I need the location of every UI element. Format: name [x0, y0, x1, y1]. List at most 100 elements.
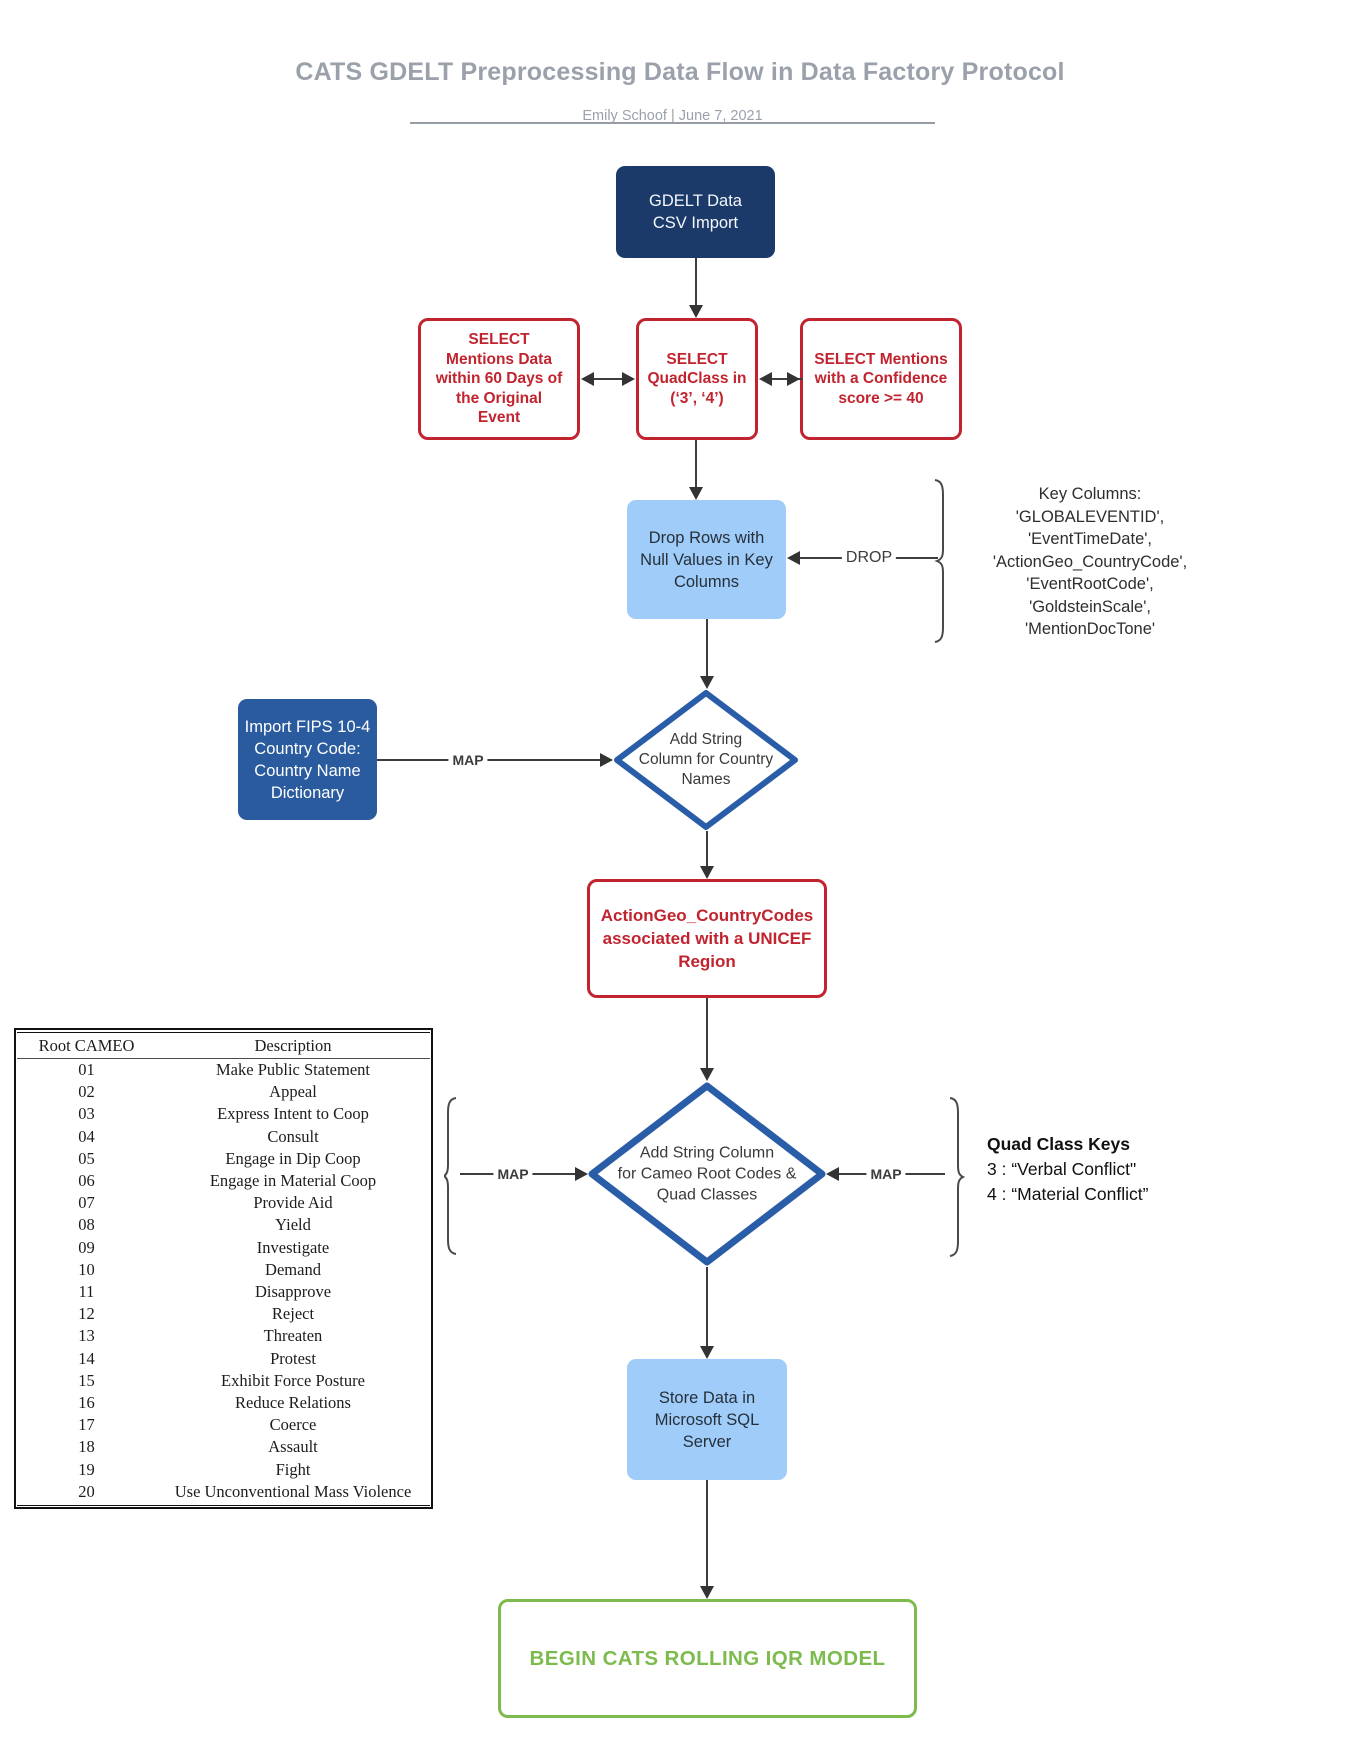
decision-label: Add String Column for Country Names	[638, 731, 774, 788]
table-cell: 09	[78, 1237, 95, 1257]
table-cell: 01	[78, 1060, 95, 1079]
edge-label-map-cameo: MAP	[493, 1166, 533, 1182]
arrowhead-down-icon	[700, 866, 714, 879]
arrowhead-right-icon	[787, 372, 800, 386]
edge-label-map-fips: MAP	[448, 752, 488, 768]
table-cell: Exhibit Force Posture	[221, 1370, 365, 1390]
table-cell: 16	[78, 1393, 95, 1413]
list-item: 'EventTimeDate',	[1028, 530, 1152, 548]
table-cell: Engage in Dip Coop	[225, 1148, 361, 1168]
list-item: 'ActionGeo_CountryCode',	[992, 552, 1188, 571]
node-drop-null-rows: Drop Rows with Null Values in Key Column…	[627, 500, 786, 619]
connector-map-fips	[377, 759, 603, 761]
curly-brace-icon	[949, 1097, 965, 1257]
node-import-fips-dictionary: Import FIPS 10-4 Country Code: Country N…	[238, 699, 377, 820]
arrowhead-left-icon	[826, 1167, 839, 1181]
diamond-shape	[614, 690, 798, 830]
connector-countrynames-to-unicef	[706, 831, 708, 867]
arrowhead-right-icon	[622, 372, 635, 386]
table-cell: Disapprove	[254, 1282, 332, 1302]
node-select-quadclass: SELECT QuadClass in (‘3’, ‘4’)	[636, 318, 758, 440]
table-row: 13 Threaten	[17, 1325, 430, 1347]
table-cell: Provide Aid	[253, 1193, 333, 1213]
table-cell: Assault	[268, 1437, 318, 1457]
table-row: 09 Investigate	[17, 1237, 430, 1259]
byline: Emily Schoof | June 7, 2021	[410, 104, 935, 132]
decision-add-country-names: Add String Column for Country Names	[613, 689, 799, 831]
quad-class-keys-note: Quad Class Keys 3 : “Verbal Conflict" 4 :…	[987, 1132, 1247, 1207]
edge-label-map-quadkeys: MAP	[866, 1166, 906, 1182]
table-cell: Consult	[267, 1126, 319, 1146]
arrowhead-left-icon	[787, 551, 800, 565]
arrowhead-left-icon	[581, 372, 594, 386]
arrowhead-down-icon	[689, 305, 703, 318]
table-cell: Reject	[271, 1304, 315, 1324]
table-row: 16 Reduce Relations	[17, 1392, 430, 1414]
table-row: 11 Disapprove	[17, 1281, 430, 1303]
table-cell: Engage in Material Coop	[209, 1171, 377, 1191]
table-cell: Investigate	[256, 1237, 330, 1257]
key-columns-heading: Key Columns:	[1038, 485, 1142, 503]
cameo-table-header-row: Root CAMEO Description	[17, 1034, 430, 1059]
table-cell: 13	[78, 1326, 95, 1346]
list-item: 'GoldsteinScale',	[1029, 597, 1151, 616]
table-cell: Protest	[270, 1348, 316, 1368]
node-select-mentions-60-days: SELECT Mentions Data within 60 Days of t…	[418, 318, 580, 440]
node-begin-iqr-model: BEGIN CATS ROLLING IQR MODEL	[498, 1599, 917, 1718]
cameo-table-header-root: Root CAMEO	[17, 1034, 156, 1059]
table-cell: 11	[78, 1282, 95, 1302]
table-cell: Express Intent to Coop	[217, 1104, 369, 1124]
arrowhead-down-icon	[700, 1068, 714, 1081]
table-cell: 08	[78, 1215, 95, 1235]
decision-label: Add String Column for Cameo Root Codes &…	[617, 1144, 797, 1204]
quad-class-keys-heading: Quad Class Keys	[987, 1134, 1130, 1154]
table-cell: Coerce	[269, 1415, 317, 1435]
list-item: 'EventRootCode',	[1026, 575, 1154, 593]
arrowhead-down-icon	[700, 1586, 714, 1599]
arrowhead-down-icon	[700, 676, 714, 689]
table-cell: 14	[78, 1348, 95, 1368]
arrowhead-down-icon	[689, 487, 703, 500]
connector-quadclass-confidence	[769, 378, 803, 380]
arrowhead-right-icon	[575, 1167, 588, 1181]
key-columns-note: Key Columns: 'GLOBALEVENTID', 'EventTimeD…	[965, 483, 1215, 641]
page-title: CATS GDELT Preprocessing Data Flow in Da…	[295, 58, 1065, 86]
curly-brace-icon	[934, 479, 944, 643]
node-gdelt-csv-import: GDELT Data CSV Import	[616, 166, 775, 258]
cameo-table-header-desc: Description	[156, 1034, 430, 1059]
table-cell: 18	[78, 1437, 95, 1457]
table-cell: Use Unconventional Mass Violence	[174, 1481, 412, 1501]
quad-class-keys-list: 3 : “Verbal Conflict" 4 : “Material Confl…	[987, 1157, 1247, 1207]
table-cell: Reduce Relations	[235, 1393, 351, 1413]
node-store-sql-server: Store Data in Microsoft SQL Server	[627, 1359, 787, 1480]
connector-store-to-begin	[706, 1480, 708, 1587]
table-cell: 03	[78, 1104, 95, 1124]
table-cell: 17	[78, 1415, 95, 1435]
table-cell: Make Public Statement	[216, 1060, 370, 1079]
list-item: 'MentionDocTone'	[1024, 620, 1156, 638]
list-item: 3 : “Verbal Conflict"	[987, 1159, 1137, 1179]
table-row: 03 Express Intent to Coop	[17, 1103, 430, 1125]
list-item: 4 : “Material Conflict”	[987, 1184, 1149, 1204]
decision-add-cameo-quad: Add String Column for Cameo Root Codes &…	[587, 1081, 827, 1267]
byline-divider	[410, 122, 935, 124]
connector-drop-to-countrynames	[706, 619, 708, 677]
table-row: 14 Protest	[17, 1348, 430, 1370]
table-cell: 05	[78, 1148, 95, 1168]
table-cell: 19	[78, 1459, 95, 1479]
node-select-confidence: SELECT Mentions with a Confidence score …	[800, 318, 962, 440]
list-item: 'GLOBALEVENTID',	[1015, 507, 1165, 526]
connector-mentions-quadclass	[591, 378, 625, 380]
connector-gdelt-to-quadclass	[695, 258, 697, 306]
table-cell: Threaten	[263, 1326, 323, 1346]
arrowhead-right-icon	[600, 753, 613, 767]
